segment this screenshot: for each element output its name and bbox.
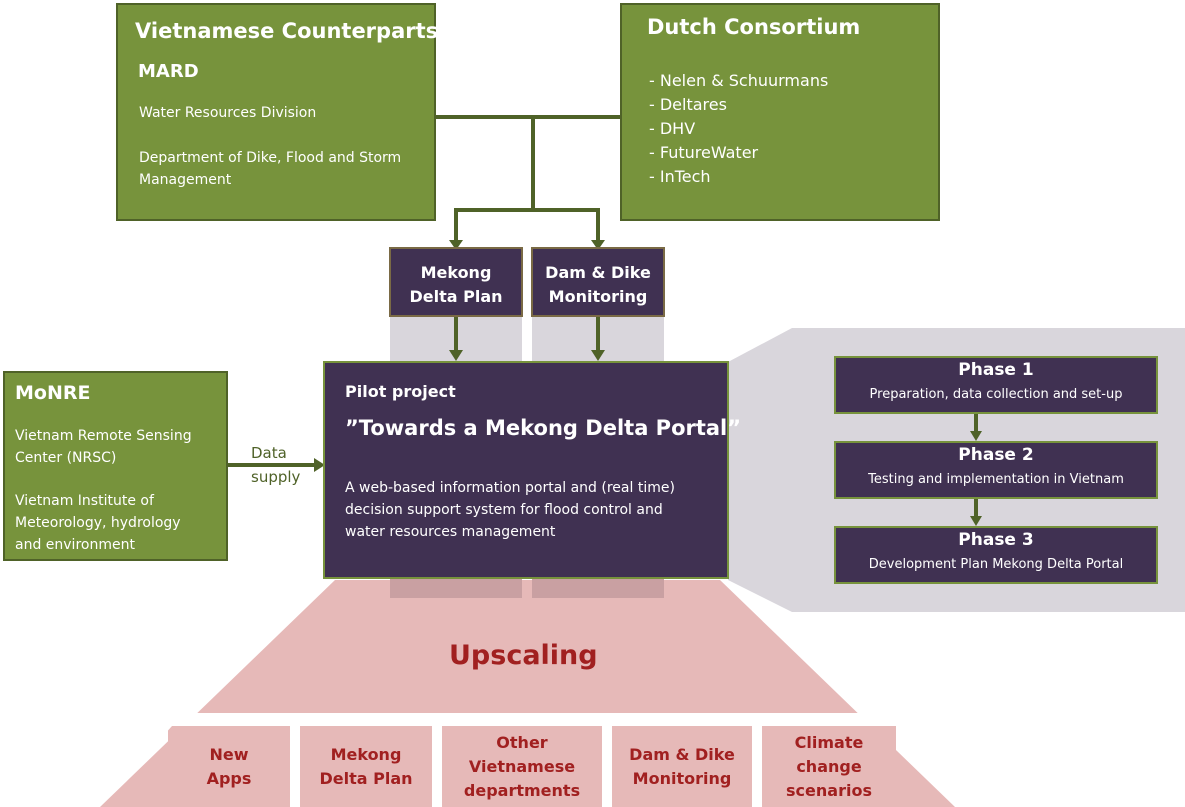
dutch-member: - DHV xyxy=(649,119,696,138)
phase-1-title: Phase 1 xyxy=(958,360,1034,380)
upscaling-item-line: Other xyxy=(496,732,548,752)
upscaling-item-line: Climate change xyxy=(794,732,864,776)
phase-2-desc: Testing and implementation in Vietnam xyxy=(868,472,1124,487)
pilot-desc-1: A web-based information portal and (real… xyxy=(345,480,675,496)
monre-line5: and environment xyxy=(15,537,135,553)
monre-line4: Meteorology, hydrology xyxy=(15,515,181,531)
data-supply-label-1: Data xyxy=(251,444,287,462)
monre-box: MoNRE Vietnam Remote Sensing Center (NRS… xyxy=(3,371,228,561)
mekong-column-lower xyxy=(390,578,522,598)
pilot-desc-2: decision support system for flood contro… xyxy=(345,502,663,518)
mekong-plan-line1: Mekong xyxy=(420,263,492,282)
dutch-member: - InTech xyxy=(649,167,711,186)
vietnamese-counterparts-box: Vietnamese Counterparts MARD Water Resou… xyxy=(116,3,439,221)
arrowhead-pilot-right xyxy=(591,350,605,361)
dutch-member: - FutureWater xyxy=(649,143,759,162)
phase-2-title: Phase 2 xyxy=(958,445,1034,465)
phase-1-desc: Preparation, data collection and set-up xyxy=(869,387,1123,402)
mekong-plan-line2: Delta Plan xyxy=(409,287,503,306)
dam-dike-line1: Dam & Dike xyxy=(545,263,651,282)
monre-line1: Vietnam Remote Sensing xyxy=(15,428,192,444)
pilot-project-box: Pilot project ”Towards a Mekong Delta Po… xyxy=(323,361,741,579)
upscaling-item-line: scenarios xyxy=(786,780,872,800)
dutch-title: Dutch Consortium xyxy=(647,15,861,39)
arrowhead-phase2 xyxy=(970,431,982,441)
arrowhead-phase3 xyxy=(970,516,982,526)
dam-column-lower xyxy=(532,578,664,598)
dutch-member: - Deltares xyxy=(649,95,727,114)
phase-2-box: Phase 2 Testing and implementation in Vi… xyxy=(834,441,1158,499)
vn-line1: Water Resources Division xyxy=(139,105,317,121)
upscaling-item-other-departments: Other Vietnamese departments xyxy=(442,726,602,807)
connector-split xyxy=(454,208,600,242)
upscaling-item-line: Mekong xyxy=(330,744,402,764)
upscaling-item-line: Vietnamese xyxy=(468,756,576,776)
arrowhead-data-supply xyxy=(314,458,325,472)
upscaling-item-line: New xyxy=(209,744,249,764)
phase-1-box: Phase 1 Preparation, data collection and… xyxy=(834,356,1158,414)
phase-3-desc: Development Plan Mekong Delta Portal xyxy=(868,557,1124,572)
pilot-label: Pilot project xyxy=(345,382,456,401)
vn-line2b: Management xyxy=(139,172,232,188)
upscaling-item-line: Dam & Dike xyxy=(629,744,735,764)
dutch-member: - Nelen & Schuurmans xyxy=(649,71,829,90)
pilot-desc-3: water resources management xyxy=(345,524,556,540)
data-supply-label-2: supply xyxy=(251,468,301,486)
dam-dike-line2: Monitoring xyxy=(548,287,648,306)
upscaling-item-line: Monitoring xyxy=(632,768,732,788)
upscaling-item-climate-change: Climate change scenarios xyxy=(762,726,896,807)
upscaling-title: Upscaling xyxy=(449,640,598,671)
vn-org: MARD xyxy=(138,61,199,82)
upscaling-item-line: Delta Plan xyxy=(319,768,413,788)
upscaling-item-dam-dike: Dam & Dike Monitoring xyxy=(612,726,752,807)
dam-dike-monitoring-box: Dam & Dike Monitoring xyxy=(531,247,665,317)
upscaling-item-line: Apps xyxy=(206,768,252,788)
mekong-delta-plan-box: Mekong Delta Plan xyxy=(389,247,523,317)
phase-3-box: Phase 3 Development Plan Mekong Delta Po… xyxy=(834,526,1158,584)
upscaling-item-line: departments xyxy=(463,780,581,800)
phase-3-title: Phase 3 xyxy=(958,530,1034,550)
monre-line2: Center (NRSC) xyxy=(15,450,117,466)
vn-line2a: Department of Dike, Flood and Storm xyxy=(139,150,402,166)
monre-title: MoNRE xyxy=(15,382,91,404)
pilot-title: ”Towards a Mekong Delta Portal” xyxy=(345,416,742,440)
arrowhead-pilot-left xyxy=(449,350,463,361)
vn-title: Vietnamese Counterparts xyxy=(135,19,439,43)
upscaling-item-mekong-delta-plan: Mekong Delta Plan xyxy=(300,726,432,807)
arrowhead-mekong-plan xyxy=(449,240,463,250)
dutch-consortium-box: Dutch Consortium - Nelen & Schuurmans - … xyxy=(620,3,940,221)
arrowhead-dam-dike xyxy=(591,240,605,250)
monre-line3: Vietnam Institute of xyxy=(15,493,154,509)
upscaling-item-new-apps: New Apps xyxy=(168,726,290,807)
